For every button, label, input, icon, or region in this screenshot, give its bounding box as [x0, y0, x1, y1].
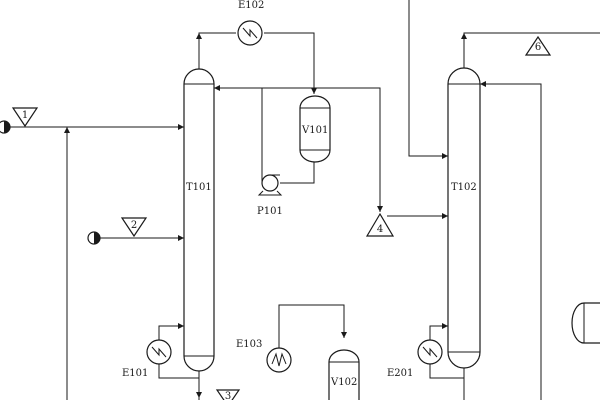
feed-2-line: [94, 235, 184, 241]
exchanger-e103: E103: [236, 339, 292, 373]
stream-4-line: [387, 213, 448, 219]
v101-label: V101: [301, 125, 328, 136]
stream-4-marker: 4: [365, 212, 395, 237]
exchanger-e102: E102: [237, 0, 264, 46]
e103-v102-line: [278, 304, 347, 348]
e102-label: E102: [238, 0, 264, 11]
t101-overhead-line: [196, 32, 317, 94]
p101-label: P101: [257, 206, 283, 217]
exchanger-e101: E101: [122, 339, 172, 379]
exchanger-e201: E201: [387, 339, 443, 379]
drum-v102: V102: [328, 349, 360, 400]
v102-label: V102: [330, 377, 357, 388]
t102-overhead-line: [461, 32, 600, 68]
column-t102: T102: [447, 67, 481, 369]
t102-label: T102: [451, 182, 477, 193]
stream-2-marker: 2: [120, 217, 148, 238]
feed-1-source: [0, 120, 11, 134]
t101-bottoms-line: [196, 371, 202, 400]
column-t101: T101: [183, 68, 215, 372]
stream-1-number: 1: [22, 110, 28, 121]
stream-2-number: 2: [131, 220, 137, 231]
stream-4-number: 4: [377, 224, 383, 235]
t102-reflux-line: [480, 81, 542, 400]
pump-p101: P101: [257, 174, 283, 217]
stream-3-marker: 3: [215, 389, 241, 400]
stream-6-number: 6: [535, 42, 541, 53]
e103-label: E103: [236, 339, 262, 350]
t101-label: T101: [186, 182, 212, 193]
reflux-line: [214, 85, 383, 212]
feed-2-source: [87, 231, 101, 245]
stream-1-marker: 1: [11, 107, 39, 128]
e101-label: E101: [122, 368, 148, 379]
e201-label: E201: [387, 368, 413, 379]
t102-upper-feed-line: [408, 0, 448, 159]
drum-v101: V101: [299, 95, 331, 163]
stream-3-number: 3: [225, 391, 231, 400]
vessel-partial-right: [571, 302, 600, 344]
stream-6-marker: 6: [524, 35, 552, 56]
feed-1-line: [4, 124, 184, 400]
